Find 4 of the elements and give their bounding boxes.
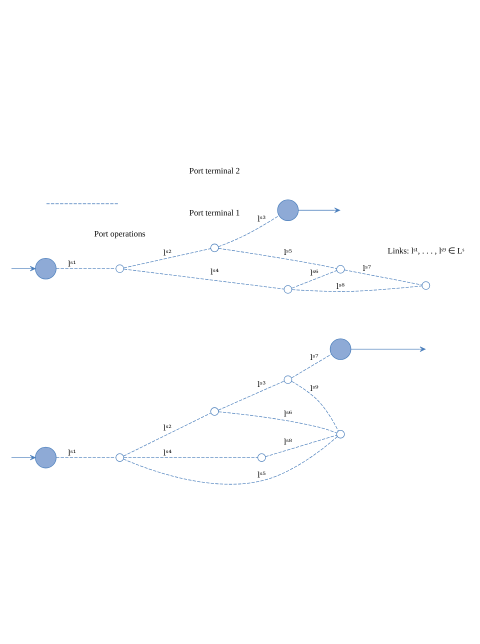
label: Port terminal 1 (189, 208, 240, 218)
legend-label: Port operations (94, 228, 146, 238)
label: Links: lˢ¹, . . . , lˢ⁹ ∈ Lˢ (388, 245, 464, 256)
label: Port terminal 2 (189, 165, 240, 176)
